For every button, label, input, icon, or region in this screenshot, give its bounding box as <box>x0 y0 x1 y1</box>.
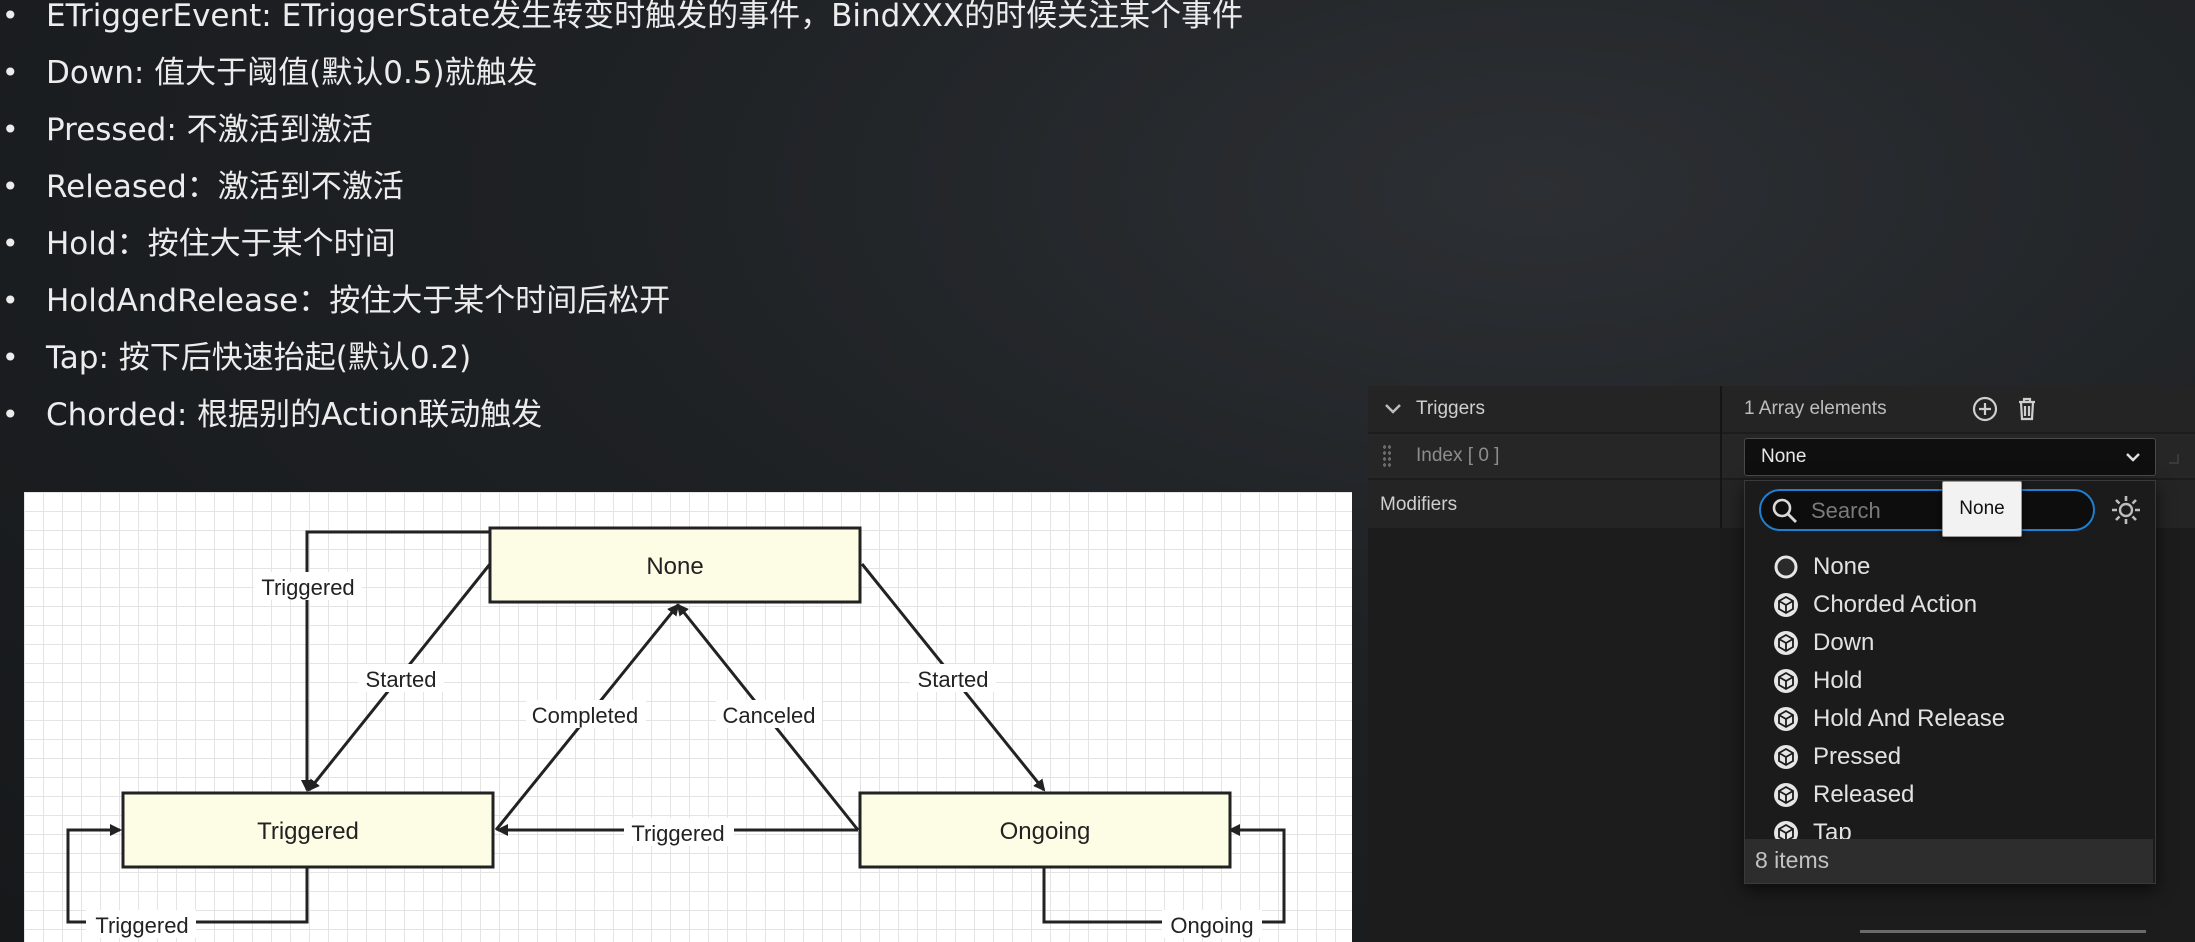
bullet-text: Down: 值大于阈值(默认0.5)就触发 <box>46 55 538 91</box>
modifiers-label: Modifiers <box>1380 494 1458 515</box>
state-ongoing-label: Ongoing <box>1000 818 1091 845</box>
array-elements-count: 1 Array elements <box>1744 398 1887 419</box>
state-triggered-box <box>121 791 495 869</box>
option-label: Pressed <box>1813 743 1902 770</box>
edge-label-triggered-self: Triggered <box>95 913 188 938</box>
edge-none-triggered-loop <box>301 530 490 792</box>
triggers-row: Triggers 1 Array elements <box>1368 386 2195 432</box>
trigger-type-combo[interactable]: None <box>1744 438 2156 476</box>
state-none-box <box>488 526 862 604</box>
dropdown-footer: 8 items <box>1745 839 2153 883</box>
search-field[interactable] <box>1759 489 2095 531</box>
bullet-text: Hold：按住大于某个时间 <box>46 226 396 262</box>
edge-label-started-right: Started <box>918 667 989 692</box>
drag-handle-icon[interactable] <box>1382 444 1392 468</box>
edge-label-ongoing-to-triggered: Triggered <box>631 821 724 846</box>
details-panel: Triggers 1 Array elements Index [ 0 ] No… <box>1368 386 2195 942</box>
cube-icon <box>1774 783 1798 807</box>
index-label: Index [ 0 ] <box>1416 445 1500 466</box>
bullet-text: HoldAndRelease：按住大于某个时间后松开 <box>46 283 671 319</box>
bullet-text: Tap: 按下后快速抬起(默认0.2) <box>46 340 472 376</box>
chevron-down-icon[interactable] <box>1382 398 1404 420</box>
edge-triggered-self <box>66 824 309 924</box>
state-ongoing-box <box>858 791 1232 869</box>
bullet-text: ETriggerEvent: ETriggerState发生转变时触发的事件，B… <box>46 0 1244 34</box>
state-diagram-svg: None Triggered Ongoing Triggered Started… <box>66 526 1286 938</box>
circle-icon <box>1774 555 1798 579</box>
edge-ongoing-self <box>1042 824 1286 924</box>
bullet-text: Pressed: 不激活到激活 <box>46 112 373 148</box>
option-released[interactable]: Released <box>1745 775 2153 813</box>
item-count: 8 items <box>1755 847 1830 873</box>
option-none[interactable]: None <box>1745 547 2153 585</box>
column-divider[interactable] <box>1720 386 1722 528</box>
bullet-text: Chorded: 根据别的Action联动触发 <box>46 397 543 433</box>
option-hold-and-release[interactable]: Hold And Release <box>1745 699 2153 737</box>
cube-icon <box>1774 593 1798 617</box>
option-label: Chorded Action <box>1813 591 1978 618</box>
search-icon <box>1772 498 1797 523</box>
chevron-down-icon <box>2126 453 2140 462</box>
edge-label-started-left: Started <box>366 667 437 692</box>
option-hold[interactable]: Hold <box>1745 661 2153 699</box>
option-label: Released <box>1813 781 1915 808</box>
option-label: Hold <box>1813 667 1863 694</box>
edge-label-completed: Completed <box>532 703 638 728</box>
search-input[interactable] <box>1809 495 2073 527</box>
bullet-text: Released：激活到不激活 <box>46 169 404 205</box>
triggers-label: Triggers <box>1416 398 1485 419</box>
scrollbar-line[interactable] <box>1860 930 2146 933</box>
tooltip: None <box>1942 481 2022 537</box>
option-label: Hold And Release <box>1813 705 2006 732</box>
state-none-label: None <box>646 553 703 580</box>
trash-icon[interactable] <box>2012 394 2042 424</box>
cube-icon <box>1774 745 1798 769</box>
cube-icon <box>1774 707 1798 731</box>
trigger-dropdown-menu: None None Chorded Action Down <box>1744 480 2156 884</box>
edge-label-triggered-top: Triggered <box>261 575 354 600</box>
edge-label-ongoing-self: Ongoing <box>1170 913 1253 938</box>
cube-icon <box>1774 631 1798 655</box>
option-down[interactable]: Down <box>1745 623 2153 661</box>
state-diagram: None Triggered Ongoing Triggered Started… <box>24 492 1352 942</box>
cube-icon <box>1774 669 1798 693</box>
option-label: Down <box>1813 629 1875 656</box>
add-element-icon[interactable] <box>1970 394 2000 424</box>
option-chorded-action[interactable]: Chorded Action <box>1745 585 2153 623</box>
combo-value: None <box>1761 446 1807 467</box>
edge-label-canceled: Canceled <box>723 703 816 728</box>
resize-grip-icon[interactable] <box>2169 454 2179 464</box>
option-label: None <box>1813 553 1871 580</box>
state-triggered-label: Triggered <box>257 818 359 845</box>
option-pressed[interactable]: Pressed <box>1745 737 2153 775</box>
gear-icon[interactable] <box>2109 493 2143 527</box>
